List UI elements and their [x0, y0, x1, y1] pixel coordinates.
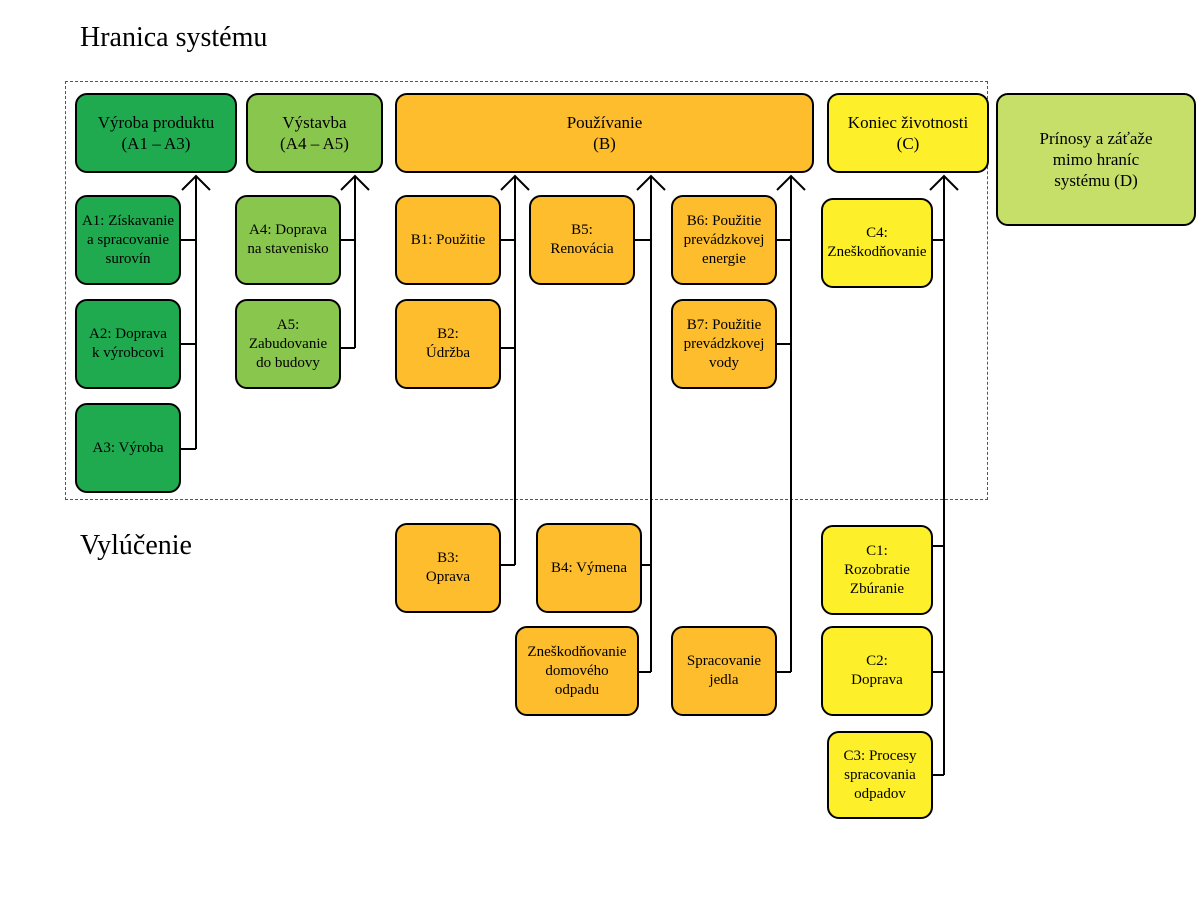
module-b5: B5:Renovácia	[529, 195, 635, 285]
module-a3: A3: Výroba	[75, 403, 181, 493]
module-c4-label: C4:Zneškodňovanie	[827, 225, 927, 260]
arrowhead-b1	[500, 174, 530, 191]
module-b2: B2:Údržba	[395, 299, 501, 389]
group-use-stage: Používanie(B)	[395, 93, 814, 173]
module-b1: B1: Použitie	[395, 195, 501, 285]
module-c4: C4:Zneškodňovanie	[821, 198, 933, 288]
system-boundary-frame	[65, 81, 988, 500]
arrowhead-c	[929, 174, 959, 191]
module-b3: B3:Oprava	[395, 523, 501, 613]
module-c2-label: C2:Doprava	[851, 653, 903, 688]
group-end-of-life-stage: Koniec životnosti(C)	[827, 93, 989, 173]
group-end-of-life-stage-label: Koniec životnosti(C)	[847, 113, 969, 153]
arrowhead-b6	[776, 174, 806, 191]
module-b1-label: B1: Použitie	[410, 231, 486, 248]
system-boundary-heading: Hranica systému	[80, 22, 268, 53]
group-product-stage: Výroba produktu(A1 – A3)	[75, 93, 237, 173]
module-a3-label: A3: Výroba	[92, 439, 164, 456]
arrowhead-b5	[636, 174, 666, 191]
module-b3-label: B3:Oprava	[425, 550, 471, 585]
module-b4-label: B4: Výmena	[551, 559, 627, 576]
arrowhead-a45	[340, 174, 370, 191]
group-use-stage-label: Používanie(B)	[566, 113, 643, 153]
module-c2: C2:Doprava	[821, 626, 933, 716]
module-b5-label: B5:Renovácia	[550, 222, 614, 257]
arrowhead-a	[181, 174, 211, 191]
module-b4: B4: Výmena	[536, 523, 642, 613]
group-construction-stage-label: Výstavba(A4 – A5)	[280, 113, 349, 153]
group-construction-stage: Výstavba(A4 – A5)	[246, 93, 383, 173]
exclusion-heading: Vylúčenie	[80, 530, 192, 561]
group-product-stage-label: Výroba produktu(A1 – A3)	[97, 113, 215, 153]
module-b2-label: B2:Údržba	[425, 326, 471, 361]
